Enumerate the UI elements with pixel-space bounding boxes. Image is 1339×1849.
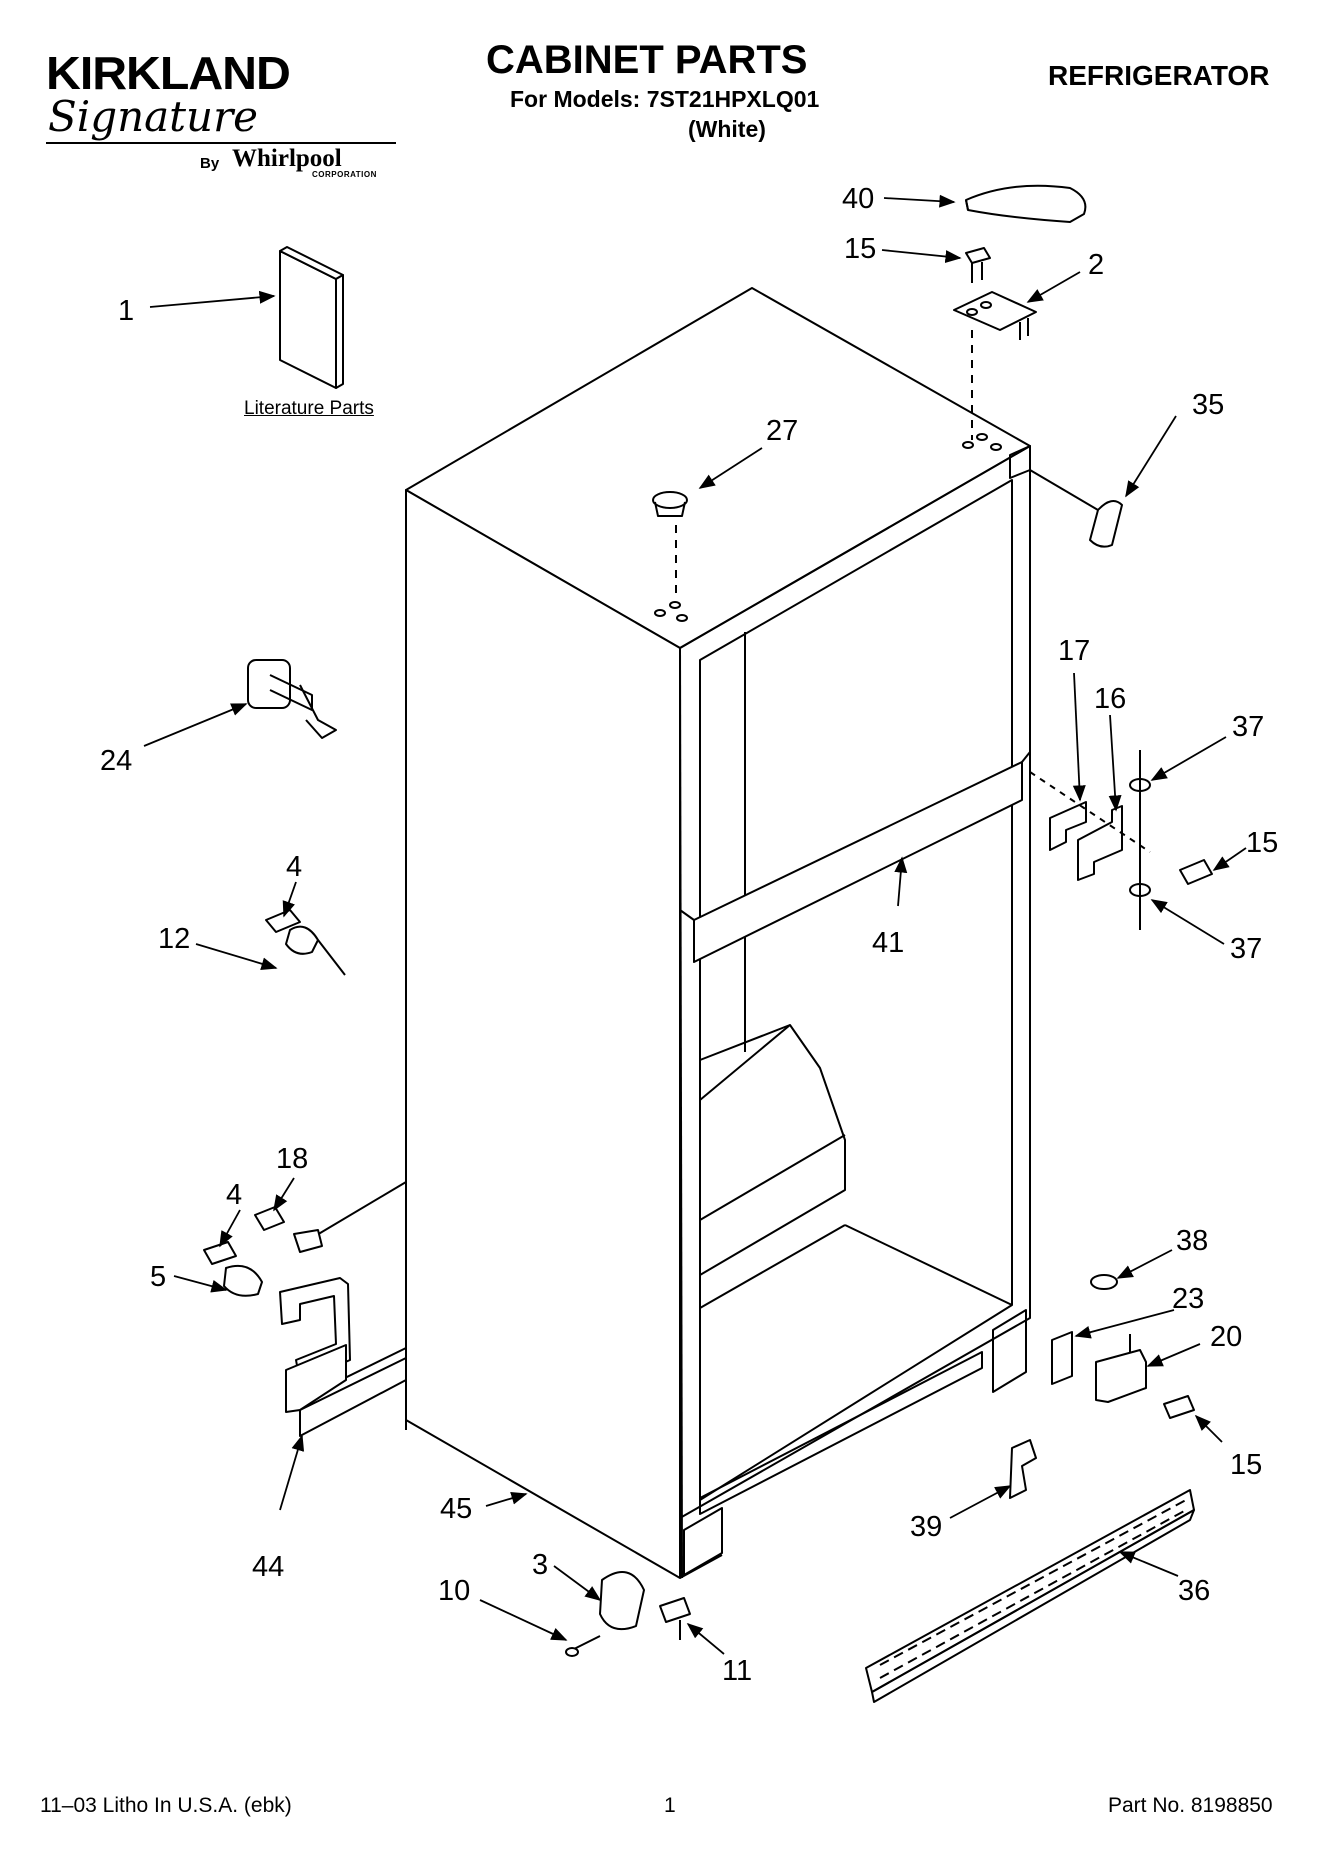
part-12-clamp [265,909,346,976]
footer-page-number: 1 [664,1794,676,1817]
callout-5: 5 [150,1261,166,1293]
callout-44: 44 [252,1551,284,1583]
callout-4: 4 [286,851,302,883]
callout-23: 23 [1172,1283,1204,1315]
literature-booklet-part [279,246,344,389]
page-title: CABINET PARTS [486,38,808,82]
maker-suffix: CORPORATION [312,170,377,179]
callout-12: 12 [158,923,190,955]
callout-20: 20 [1210,1321,1242,1353]
brand-logo-name: KIRKLAND [46,47,291,99]
appliance-category: REFRIGERATOR [1048,60,1270,91]
callout-17: 17 [1058,635,1090,667]
callout-41: 41 [872,927,904,959]
part-24 [247,659,337,739]
brand-logo-script: Signature [48,92,259,141]
hinge-cover-part-40 [965,184,1087,223]
callout-11: 11 [722,1655,752,1687]
brand-rule [46,142,396,144]
callout-15: 15 [844,233,876,265]
lower-right-hinge-assembly [1009,1274,1195,1499]
model-color: (White) [688,116,766,142]
callout-45: 45 [440,1493,472,1525]
callout-27: 27 [766,415,798,447]
callout-2: 2 [1088,249,1104,281]
callout-leaders [143,194,1247,1655]
model-number: For Models: 7ST21HPXLQ01 [510,86,820,112]
brand-by-label: By [200,155,220,172]
callout-15: 15 [1246,827,1278,859]
maker-logo: Whirlpool [232,145,342,172]
callout-38: 38 [1176,1225,1208,1257]
left-lower-hinge-assembly [203,1206,407,1437]
literature-parts-label: Literature Parts [244,398,374,419]
plug-part-27 [652,491,688,595]
callout-24: 24 [100,745,132,777]
callout-35: 35 [1192,389,1224,421]
footer-part-number: Part No. 8198850 [1108,1794,1273,1817]
callout-39: 39 [910,1511,942,1543]
callout-15: 15 [1230,1449,1262,1481]
callout-16: 16 [1094,683,1126,715]
callout-36: 36 [1178,1575,1210,1607]
callout-37: 37 [1230,933,1262,965]
bottom-front-parts [565,1571,691,1657]
toe-grille-part-36 [865,1489,1195,1703]
callout-1: 1 [118,295,134,327]
right-middle-hinge-assembly [1029,750,1213,930]
callout-10: 10 [438,1575,470,1607]
top-hinge-assembly [953,247,1037,440]
callout-4: 4 [226,1179,242,1211]
callout-18: 18 [276,1143,308,1175]
callout-40: 40 [842,183,874,215]
footer-litho: 11–03 Litho In U.S.A. (ebk) [40,1794,292,1817]
part-35 [1029,469,1123,548]
callout-37: 37 [1232,711,1264,743]
refrigerator-cabinet [299,287,1031,1579]
callout-3: 3 [532,1549,548,1581]
